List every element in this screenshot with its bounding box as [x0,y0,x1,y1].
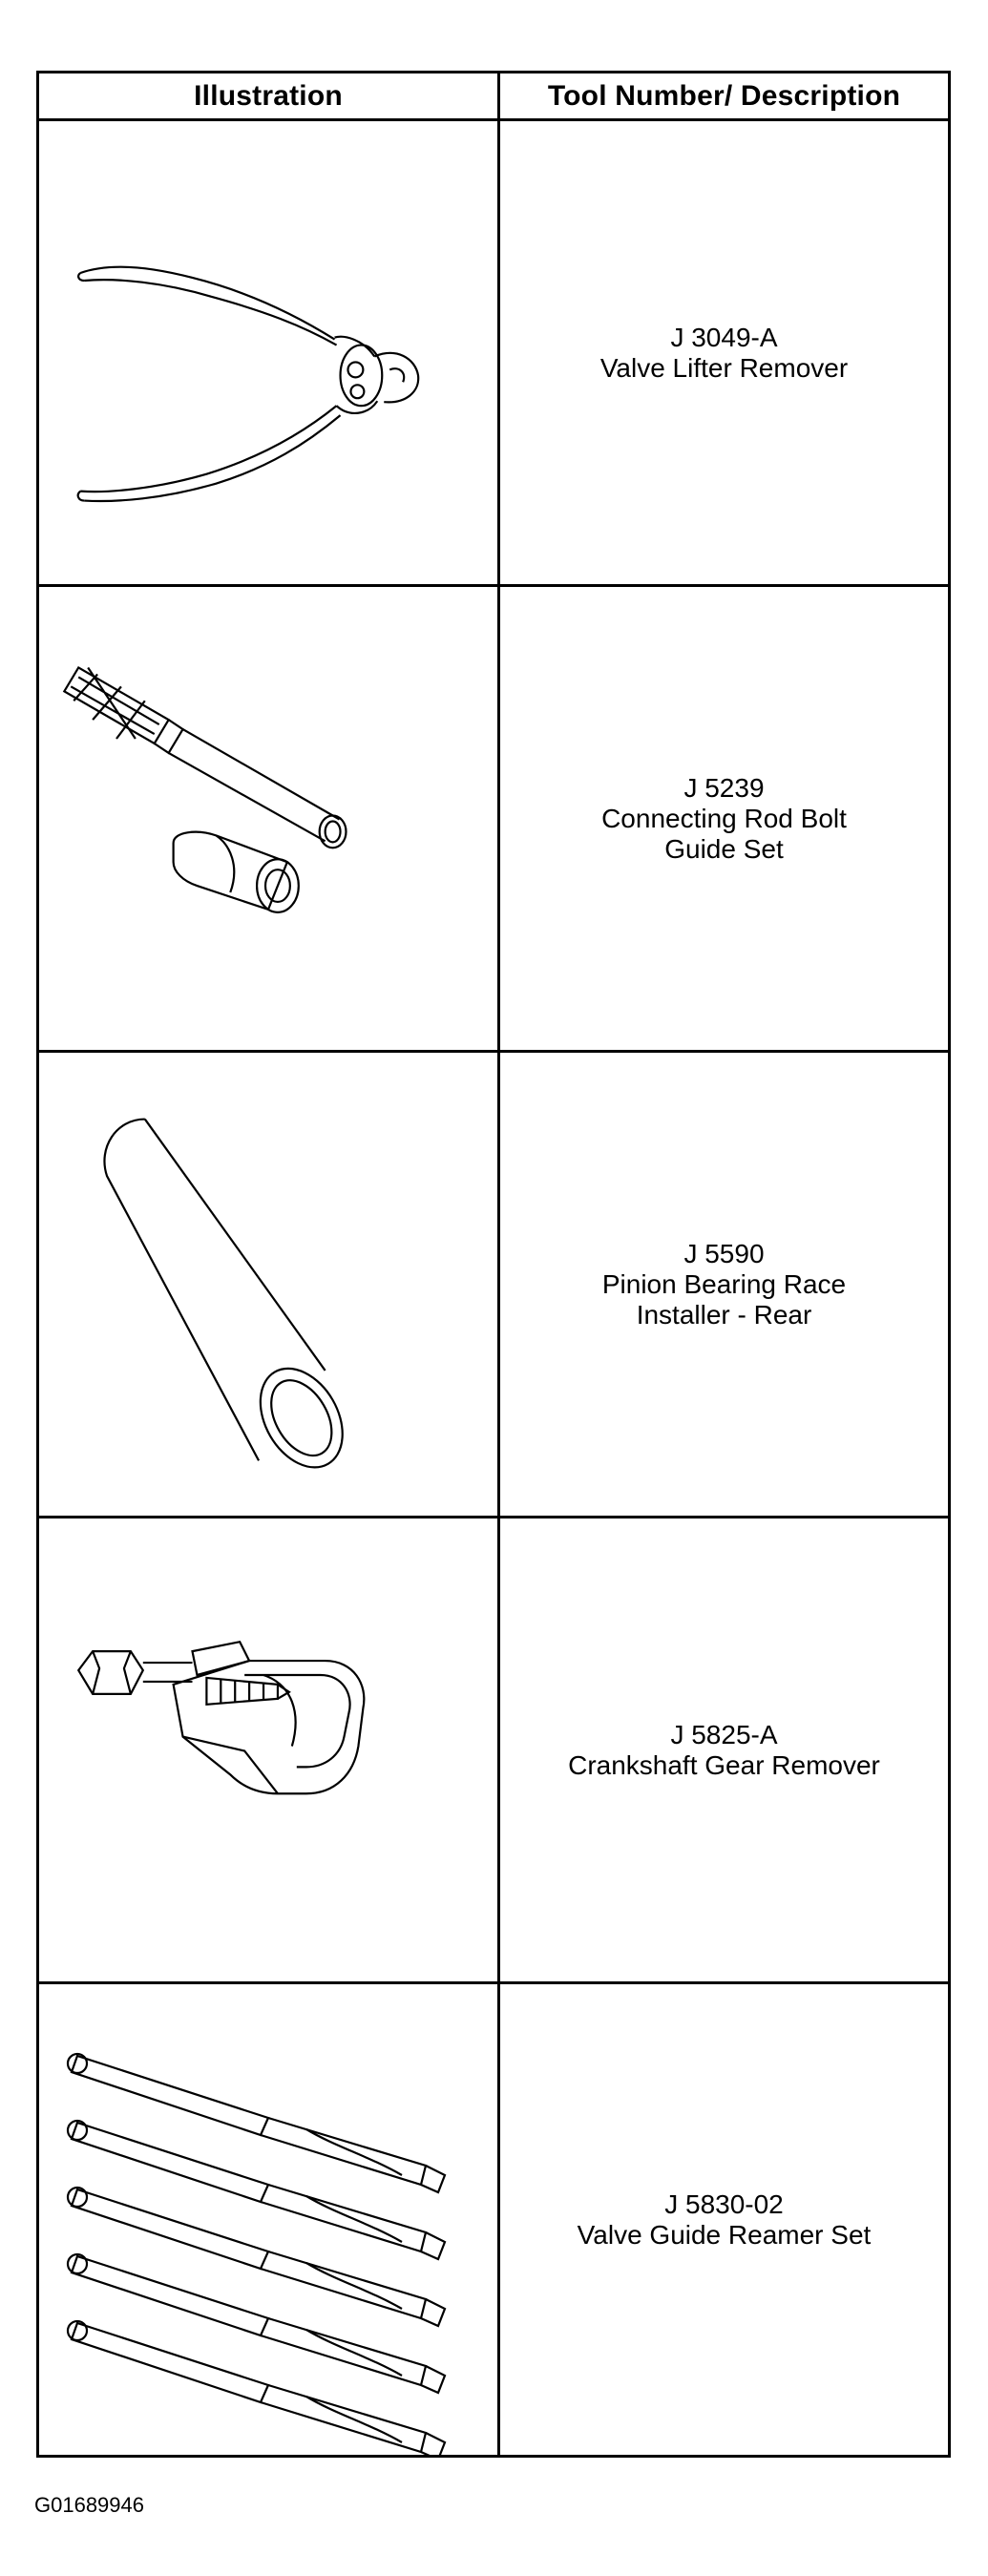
tool-description: J 5239 Connecting Rod Bolt Guide Set [500,587,948,1050]
tool-table: Illustration Tool Number/ Description [36,71,951,2458]
tube-installer-icon [39,1053,497,1516]
column-divider [497,73,500,2455]
tool-name: Valve Lifter Remover [599,352,849,383]
tool-description: J 3049-A Valve Lifter Remover [500,121,948,584]
table-row: J 3049-A Valve Lifter Remover [39,121,948,587]
gear-puller-icon [39,1518,497,1981]
figure-id: G01689946 [34,2493,144,2517]
tool-name: Crankshaft Gear Remover [568,1749,880,1780]
header-illustration: Illustration [194,79,343,112]
tool-number: J 5825-A [670,1719,778,1749]
pliers-icon [39,121,497,584]
tool-number: J 5239 [683,772,765,803]
table-row: J 5830-02 Valve Guide Reamer Set [39,1984,948,2455]
tool-number: J 5830-02 [664,2189,784,2219]
table-header: Illustration Tool Number/ Description [39,73,948,121]
table-row: J 5590 Pinion Bearing Race Installer - R… [39,1053,948,1518]
tool-description: J 5825-A Crankshaft Gear Remover [500,1518,948,1981]
tool-name: Valve Guide Reamer Set [577,2219,872,2250]
rod-guide-icon [39,587,497,1050]
table-row: J 5825-A Crankshaft Gear Remover [39,1518,948,1984]
tool-description: J 5590 Pinion Bearing Race Installer - R… [500,1053,948,1516]
reamer-set-icon [39,1984,497,2455]
tool-number: J 3049-A [670,322,778,352]
table-row: J 5239 Connecting Rod Bolt Guide Set [39,587,948,1053]
tool-description: J 5830-02 Valve Guide Reamer Set [500,1984,948,2455]
tool-name: Pinion Bearing Race Installer - Rear [601,1268,847,1330]
header-tool-number-description: Tool Number/ Description [547,79,901,112]
tool-number: J 5590 [683,1238,765,1268]
tool-name: Connecting Rod Bolt Guide Set [601,803,847,864]
